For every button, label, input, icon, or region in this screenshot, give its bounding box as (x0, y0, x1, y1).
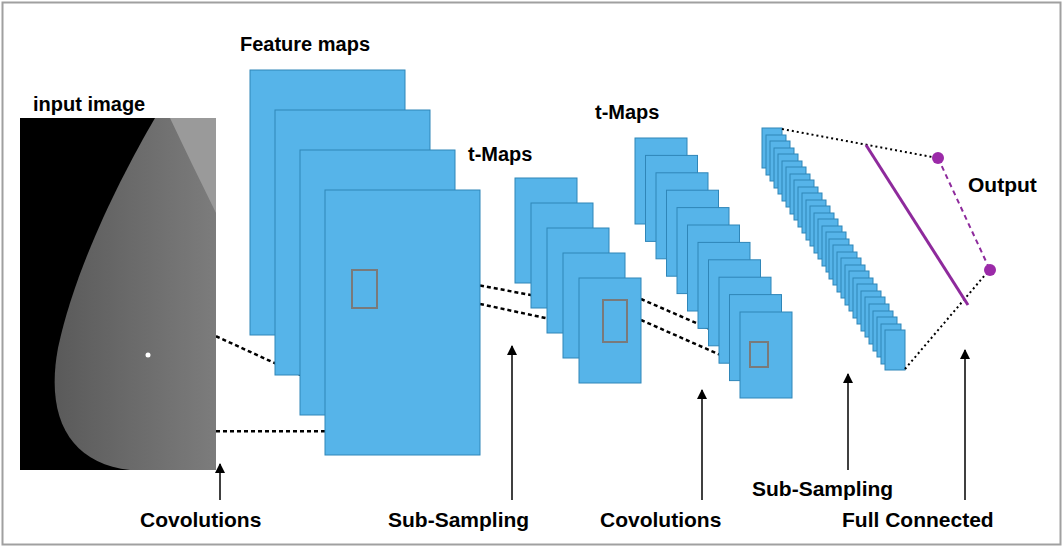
heading-holder: input image (33, 92, 145, 116)
label-holder: Covolutions (140, 507, 261, 532)
t-map-stack: t-Maps (740, 312, 792, 398)
output-neuron (932, 152, 944, 164)
map-stack-drawing (514, 177, 642, 384)
label-holder: Sub-Sampling (752, 476, 893, 501)
output-layer-line (866, 145, 968, 305)
pointer-arrow (847, 374, 849, 470)
receptive-field (750, 342, 768, 367)
map-sheet (885, 330, 905, 370)
mammogram-image (20, 118, 216, 470)
heading-holder: t-Maps (595, 100, 659, 124)
dotted-link (782, 129, 932, 157)
pointer-arrow (701, 390, 703, 500)
label-holder: Full Connected (842, 507, 994, 532)
t-map-stack: t-Maps (579, 278, 641, 383)
layer-heading: Feature maps (240, 32, 370, 56)
label-holder: Output (968, 172, 1037, 197)
label-holder: Sub-Sampling (388, 507, 529, 532)
breast-tissue (55, 118, 216, 470)
map-sheet (740, 312, 792, 398)
dotted-link (905, 275, 985, 369)
stage-label: Sub-Sampling (752, 476, 893, 501)
layer-heading: t-Maps (595, 100, 659, 124)
heading-holder: Feature maps (240, 32, 370, 56)
feature-map-stack: Feature maps (325, 190, 480, 455)
pointer-arrow (511, 346, 513, 500)
heading-holder: t-Maps (468, 142, 532, 166)
layer-heading: input image (33, 92, 145, 116)
map-sheet (325, 190, 480, 455)
stage-label: Full Connected (842, 507, 994, 532)
image-background (20, 118, 216, 470)
map-stack-drawing (249, 69, 481, 456)
receptive-field (352, 270, 377, 308)
pointer-arrow (964, 350, 966, 500)
stage-label: Covolutions (140, 507, 261, 532)
stage-label: Sub-Sampling (388, 507, 529, 532)
output-neuron (984, 264, 996, 276)
frame (3, 3, 1061, 545)
lesion-spot (146, 353, 151, 358)
label-holder: Covolutions (600, 507, 721, 532)
map-stack-drawing (634, 137, 793, 399)
pectoral-muscle (170, 118, 216, 213)
stage-label: Covolutions (600, 507, 721, 532)
stage-label: Output (968, 172, 1037, 197)
map-sheet (579, 278, 641, 383)
pointer-arrow (219, 464, 221, 500)
receptive-field (603, 300, 627, 342)
layer-heading: t-Maps (468, 142, 532, 166)
input-image: input image (20, 118, 216, 470)
